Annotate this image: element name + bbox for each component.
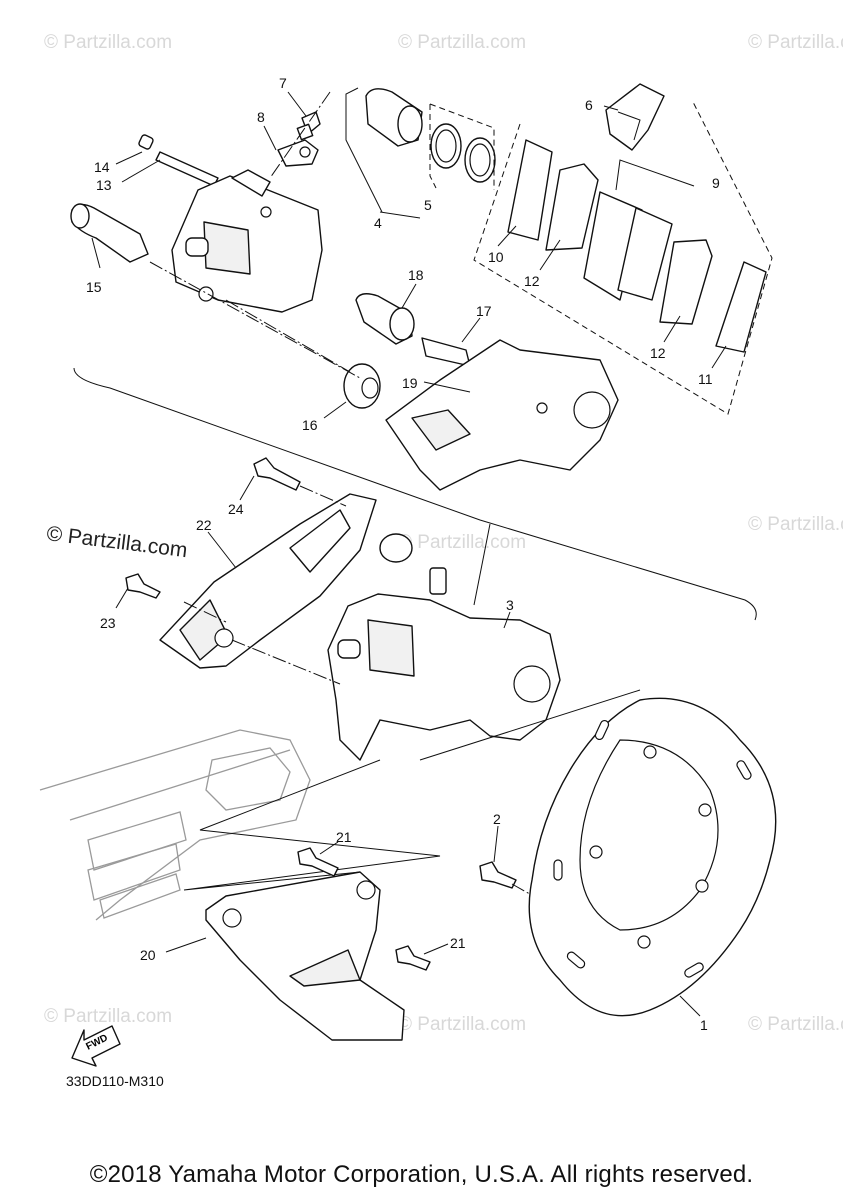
callout-16: 16 <box>302 417 318 433</box>
group-bracket-stem <box>473 523 491 606</box>
brake-pad-b <box>659 239 713 325</box>
callout-21b: 21 <box>450 935 466 951</box>
callout-11: 11 <box>698 371 713 387</box>
watermark-mid-center: © Partzilla.com <box>398 532 526 553</box>
pad-kit-enclosure <box>473 99 773 415</box>
pad-pin <box>155 151 219 187</box>
callout-20: 20 <box>140 947 156 963</box>
watermark-mid-right: © Partzilla.com <box>748 514 843 535</box>
axis-line-a <box>149 261 361 379</box>
bushing-18 <box>355 293 415 345</box>
bolt-23 <box>125 573 161 599</box>
watermark-bottom-left: © Partzilla.com <box>44 1006 172 1027</box>
caliper-guard-22 <box>159 493 413 669</box>
assembled-group <box>125 457 561 761</box>
axis-line-c <box>231 639 341 685</box>
callout-1: 1 <box>700 1017 708 1033</box>
callout-5: 5 <box>424 197 432 213</box>
watermark-prominent: © Partzilla.com <box>45 522 188 562</box>
brake-pad-a <box>545 163 599 251</box>
callout-3: 3 <box>506 597 514 613</box>
watermark-top-right: © Partzilla.com <box>748 32 843 53</box>
watermark-layer: © Partzilla.com © Partzilla.com © Partzi… <box>44 32 843 1035</box>
caliper-pin-17 <box>421 337 471 367</box>
bolt-21-a <box>297 847 339 877</box>
brake-disc-1 <box>528 697 777 1017</box>
watermark-bottom-right: © Partzilla.com <box>748 1014 843 1035</box>
fwd-arrow-icon: FWD <box>71 1025 121 1067</box>
callout-18: 18 <box>408 267 424 283</box>
callout-4: 4 <box>374 215 382 231</box>
caliper-assembly-3 <box>327 567 561 761</box>
callout-10: 10 <box>488 249 504 265</box>
watermark-top-left: © Partzilla.com <box>44 32 172 53</box>
callout-17: 17 <box>476 303 492 319</box>
exploded-caliper-group <box>70 83 773 621</box>
callout-7: 7 <box>279 75 287 91</box>
callout-9: 9 <box>712 175 720 191</box>
bolt-2 <box>479 861 517 889</box>
callout-14: 14 <box>94 159 110 175</box>
callout-12a: 12 <box>524 273 540 289</box>
callout-23: 23 <box>100 615 116 631</box>
axis-line-b <box>269 91 331 179</box>
leader-bracket-5 <box>429 104 437 189</box>
watermark-bottom-center: © Partzilla.com <box>398 1014 526 1035</box>
pin-plug <box>138 134 154 150</box>
callout-19: 19 <box>402 375 418 391</box>
piston <box>365 88 423 147</box>
bolt-21-b <box>395 945 431 971</box>
callout-leaders <box>91 91 727 1017</box>
boot-16 <box>343 363 381 409</box>
callout-numbers: 1 2 3 4 5 6 7 8 9 10 11 12 12 13 14 15 1… <box>86 75 720 1033</box>
callout-15: 15 <box>86 279 102 295</box>
group-bracket-line <box>73 367 757 621</box>
pad-spring <box>605 83 665 151</box>
bleed-screw <box>296 111 321 141</box>
slide-pin-15 <box>70 203 149 263</box>
callout-13: 13 <box>96 177 112 193</box>
leader-lines-assembly <box>183 759 441 891</box>
callout-12b: 12 <box>650 345 666 361</box>
watermark-top-center: © Partzilla.com <box>398 32 526 53</box>
disc-guard-20 <box>205 871 405 1041</box>
callout-2: 2 <box>493 811 501 827</box>
callout-8: 8 <box>257 109 265 125</box>
bleed-screw-cap <box>277 139 319 167</box>
pad-shim-10 <box>507 139 553 241</box>
callout-6: 6 <box>585 97 593 113</box>
swingarm-outline <box>39 729 311 921</box>
diagram-code: 33DD110-M310 <box>66 1073 164 1089</box>
callout-24: 24 <box>228 501 244 517</box>
pad-shim-11 <box>715 261 767 353</box>
callout-21a: 21 <box>336 829 352 845</box>
copyright-notice: ©2018 Yamaha Motor Corporation, U.S.A. A… <box>89 1161 754 1188</box>
caliper-body-exploded <box>171 169 323 313</box>
callout-22: 22 <box>196 517 212 533</box>
bolt-24 <box>253 457 301 491</box>
caliper-bracket-19 <box>385 339 619 491</box>
